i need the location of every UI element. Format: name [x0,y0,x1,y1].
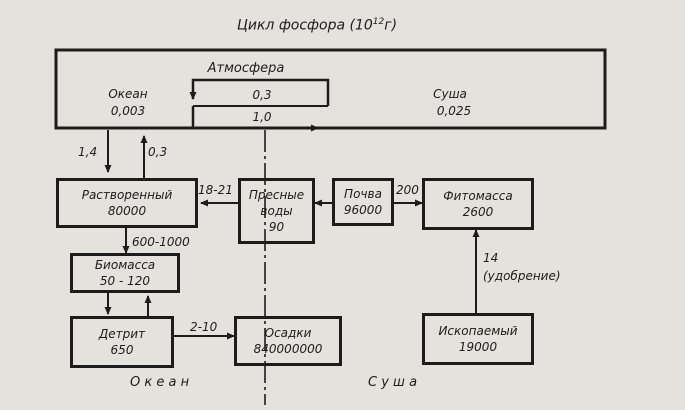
flow-label-detritus-to-sediment: 2-10 [190,320,218,334]
fresh-water-box: Пресные воды 90 [238,178,315,244]
biomass-box: Биомасса 50 - 120 [70,253,180,293]
flow-label-atm-land-to-ocean: 1,0 [252,110,272,124]
flow-label-soil-to-phyto: 200 [396,183,419,197]
sediment-name: Осадки [264,325,312,340]
detritus-name: Детрит [98,326,146,341]
flow-label-atm-ocean-to-land: 0,3 [252,88,272,102]
sediment-value: 840000000 [253,342,323,356]
flow-label-atm-to-dissolved: 1,4 [78,145,98,159]
soil-box: Почва 96000 [332,178,394,226]
atmosphere-box [54,48,607,130]
fossil-value: 19000 [458,340,498,354]
phytomass-value: 2600 [462,205,494,219]
flow-label-fresh-to-dissolved: 18-21 [198,183,233,197]
dissolved-box: Растворенный 80000 [56,178,198,228]
dissolved-name: Растворенный [81,187,173,202]
fresh-water-value: 90 [268,220,285,235]
atmosphere-label: Атмосфера [207,61,285,76]
dissolved-value: 80000 [107,204,147,218]
land-region-label: С у ш а [368,375,418,390]
biomass-name: Биомасса [94,257,156,272]
land-reservoir-name: Суша [433,87,467,101]
ocean-reservoir-value: 0,003 [110,104,146,118]
soil-name: Почва [344,186,382,201]
flow-label-dissolved-to-atm: 0,3 [148,145,168,159]
sediment-box: Осадки 840000000 [234,316,342,366]
fresh-water-name-2: воды [260,203,293,218]
biomass-value: 50 - 120 [99,274,151,288]
atm-exchange-bottom [191,106,319,132]
diagram-title: Цикл фосфора (1012г) [237,17,398,34]
soil-value: 96000 [343,203,383,217]
atm-exchange-top [189,78,330,106]
flow-label-fertilizer-value: 14 [483,251,499,265]
fresh-water-name-1: Пресные [248,187,305,202]
land-reservoir-value: 0,025 [436,104,472,118]
ocean-reservoir-name: Океан [108,87,148,101]
flow-label-dissolved-to-biomass: 600-1000 [132,235,190,249]
detritus-value: 650 [110,343,134,357]
phytomass-name: Фитомасса [443,188,513,203]
phytomass-box: Фитомасса 2600 [422,178,534,230]
ocean-region-label: О к е а н [130,375,190,390]
flow-label-fertilizer: (удобрение) [483,269,561,283]
detritus-box: Детрит 650 [70,316,174,368]
fossil-name: Ископаемый [438,323,518,338]
fossil-box: Ископаемый 19000 [422,313,534,365]
